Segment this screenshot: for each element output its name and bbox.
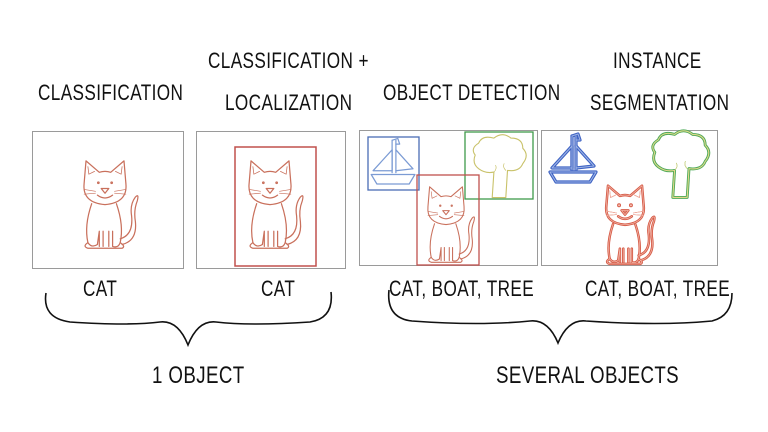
caption-classification: Cat: [83, 276, 118, 301]
group-label-single-object: 1 object: [152, 362, 245, 389]
title-classification-localization-line1: Classification +: [208, 48, 369, 73]
caption-object-detection: Cat, boat, tree: [389, 276, 535, 301]
brace-several-objects: [387, 289, 733, 346]
title-instance-segmentation-line1: Instance: [613, 48, 702, 73]
brace-single-object: [44, 291, 333, 348]
panel-classification-localization: [196, 131, 346, 269]
title-classification-localization-line2: Localization: [225, 90, 353, 115]
cat-bounding-box: [234, 146, 317, 267]
caption-instance-segmentation: Cat, boat, tree: [585, 276, 731, 301]
caption-classification-localization: Cat: [261, 276, 296, 301]
title-instance-segmentation-line2: segmentation: [590, 90, 730, 115]
title-object-detection: Object detection: [383, 80, 561, 105]
panel-classification: [32, 131, 184, 269]
title-classification: Classification: [38, 80, 184, 105]
cat-drawing: [83, 160, 139, 249]
group-label-several-objects: Several objects: [496, 362, 680, 389]
